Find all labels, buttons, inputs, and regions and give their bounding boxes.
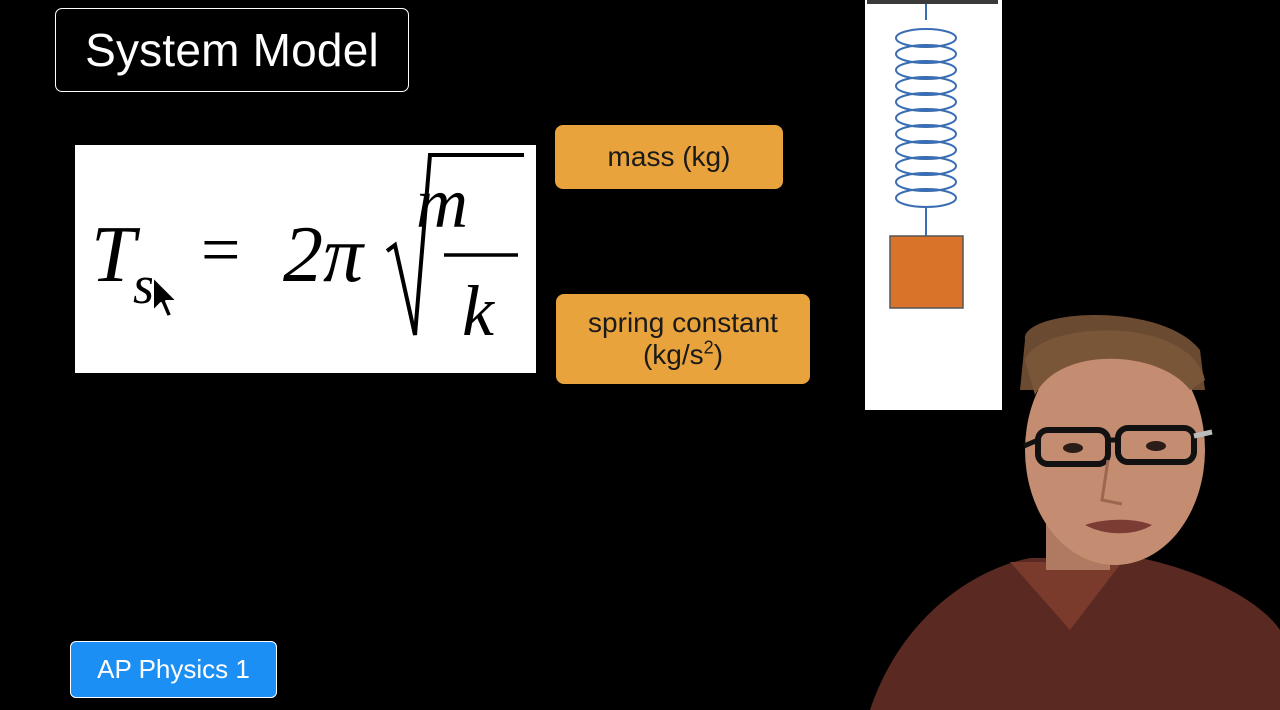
mouse-pointer-icon [152, 276, 178, 318]
spring-constant-callout: spring constant (kg/s2) [556, 294, 810, 384]
spring-constant-units: (kg/s2) [642, 337, 724, 370]
equation-coefficient: 2π [283, 211, 365, 299]
mass-callout: mass (kg) [555, 125, 783, 189]
presenter-video [870, 315, 1280, 710]
slide-title-text: System Model [85, 24, 379, 76]
equation-panel: T s = 2π m k [75, 145, 536, 373]
equation-period-subscript: s [133, 255, 154, 315]
course-badge: AP Physics 1 [70, 641, 277, 698]
ceiling-mount [867, 0, 998, 4]
spring-mass-diagram [867, 0, 998, 309]
spring-constant-label: spring constant [588, 307, 778, 338]
spring-icon [895, 4, 957, 236]
slide-title: System Model [55, 8, 409, 92]
equation-radical-sign [385, 153, 524, 336]
course-badge-label: AP Physics 1 [97, 654, 250, 684]
mass-block-icon [889, 235, 964, 309]
equation-period-symbol: T [91, 211, 141, 299]
equation-denominator: k [462, 271, 496, 351]
period-equation: T s = 2π m k [91, 153, 524, 351]
equation-equals: = [201, 212, 240, 289]
spring-diagram-panel [865, 0, 1002, 410]
mass-callout-label: mass (kg) [607, 141, 731, 172]
